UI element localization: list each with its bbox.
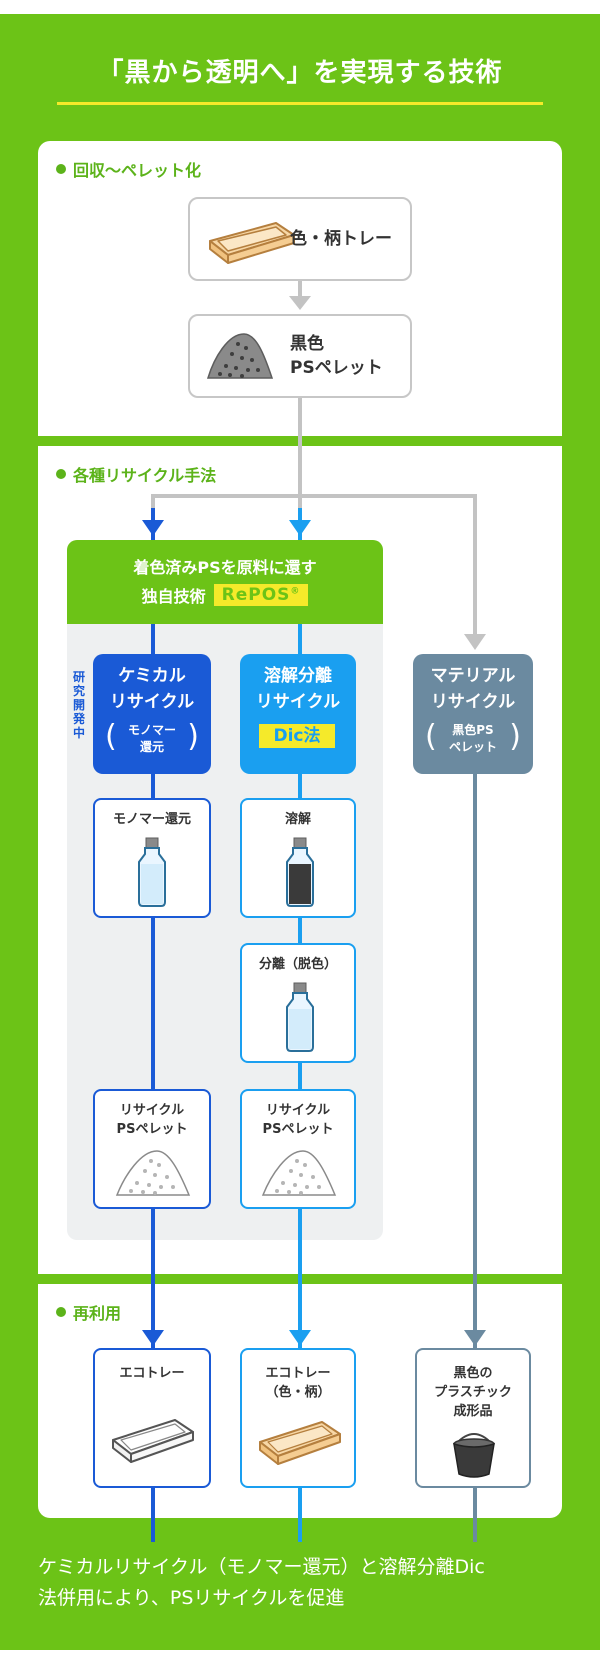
chemical-flow-line bbox=[151, 508, 155, 1542]
dissolve-step-box: 溶解 bbox=[240, 798, 356, 918]
bullet-dot bbox=[56, 164, 66, 174]
tray-icon bbox=[209, 222, 295, 264]
arrow-down-icon bbox=[289, 1330, 311, 1346]
chemical-recycle-box: ケミカル リサイクル ( ) モノマー 還元 bbox=[93, 654, 211, 774]
monomer-step-box: モノマー還元 bbox=[93, 798, 211, 918]
arrow-down-icon bbox=[464, 634, 486, 650]
material-flow-line bbox=[473, 774, 477, 1542]
separate-step-box: 分離（脱色） bbox=[240, 943, 356, 1063]
black-plastic-product-box: 黒色の プラスチック 成形品 bbox=[415, 1348, 531, 1488]
bullet-dot bbox=[56, 1307, 66, 1317]
flow-line bbox=[298, 398, 302, 496]
arrow-down-icon bbox=[289, 296, 311, 310]
flow-line bbox=[298, 494, 302, 508]
flow-line bbox=[473, 494, 477, 618]
pellet-label-line2: PSペレット bbox=[290, 358, 383, 378]
colored-tray-icon bbox=[259, 1421, 341, 1465]
repos-header: 着色済みPSを原料に還す 独自技術 RePOS® bbox=[67, 540, 383, 624]
paren-right: ) bbox=[187, 719, 199, 754]
arrow-down-icon bbox=[142, 520, 164, 536]
page-title: 「黒から透明へ」を実現する技術 bbox=[97, 58, 503, 88]
arrow-down-icon bbox=[142, 1330, 164, 1346]
dark-bottle-icon bbox=[286, 837, 314, 907]
colored-tray-box: 色・柄トレー bbox=[188, 197, 412, 281]
title-underline bbox=[57, 102, 543, 105]
bucket-icon bbox=[453, 1433, 495, 1478]
clear-bottle-icon bbox=[286, 982, 314, 1052]
paren-right: ) bbox=[509, 719, 521, 754]
section-label-reuse: 再利用 bbox=[56, 1300, 121, 1324]
bullet-dot bbox=[56, 469, 66, 479]
flow-line bbox=[151, 494, 155, 508]
repos-badge: RePOS® bbox=[213, 584, 309, 606]
research-label: 研究開発中 bbox=[72, 670, 85, 740]
repos-line2: 独自技術 RePOS® bbox=[67, 583, 383, 607]
eco-tray-product-box: エコトレー bbox=[93, 1348, 211, 1488]
summary-text: ケミカルリサイクル（モノマー還元）と溶解分離Dic 法併用により、PSリサイクル… bbox=[38, 1556, 485, 1609]
flow-line bbox=[298, 281, 302, 296]
pellet-label-line1: 黒色 bbox=[290, 334, 324, 354]
white-tray-icon bbox=[112, 1419, 194, 1463]
dis-recycled-pellet-box: リサイクル PSペレット bbox=[240, 1089, 356, 1209]
tray-label: 色・柄トレー bbox=[290, 229, 392, 249]
chem-recycled-pellet-box: リサイクル PSペレット bbox=[93, 1089, 211, 1209]
eco-tray-color-product-box: エコトレー （色・柄） bbox=[240, 1348, 356, 1488]
repos-line1: 着色済みPSを原料に還す bbox=[133, 558, 317, 577]
arrow-down-icon bbox=[464, 1330, 486, 1346]
black-pellet-icon bbox=[206, 333, 274, 379]
section-label-collection: 回収〜ペレット化 bbox=[56, 157, 201, 181]
white-pellet-icon bbox=[261, 1150, 337, 1196]
arrow-down-icon bbox=[289, 520, 311, 536]
clear-bottle-icon bbox=[138, 837, 166, 907]
dic-badge: Dic法 bbox=[259, 724, 335, 748]
dissolution-recycle-box: 溶解分離 リサイクル Dic法 bbox=[240, 654, 356, 774]
black-pellet-box: 黒色 PSペレット bbox=[188, 314, 412, 398]
flow-line bbox=[473, 618, 477, 634]
white-pellet-icon bbox=[115, 1150, 191, 1196]
material-recycle-box: マテリアル リサイクル ( ) 黒色PS ペレット bbox=[413, 654, 533, 774]
branch-line bbox=[151, 494, 477, 498]
paren-left: ( bbox=[425, 719, 437, 754]
paren-left: ( bbox=[105, 719, 117, 754]
section-label-methods: 各種リサイクル手法 bbox=[56, 462, 216, 486]
